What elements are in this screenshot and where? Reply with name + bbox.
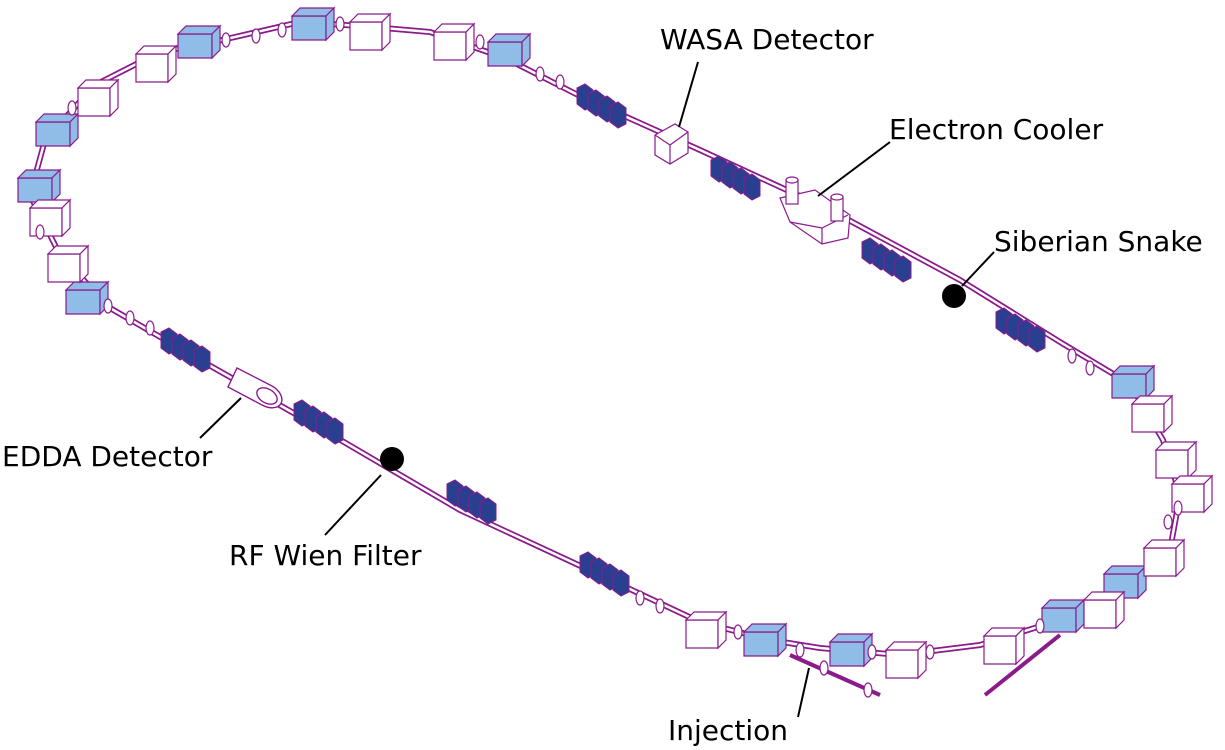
beam-diagnostic (35, 224, 45, 240)
quadrupole-magnets (160, 83, 1046, 597)
electron-cooler-label: Electron Cooler (889, 113, 1104, 146)
rf-wien-filter-marker (380, 447, 404, 471)
wasa-detector-label: WASA Detector (660, 23, 874, 56)
injection-label: Injection (668, 714, 788, 747)
beam-diagnostic (655, 598, 665, 614)
dipole-magnets (16, 6, 1156, 668)
beam-diagnostic (251, 28, 261, 44)
quadrupole-group (576, 83, 627, 129)
beam-diagnostic (221, 32, 231, 48)
beam-diagnostic (863, 682, 873, 698)
dipole-magnet (1040, 598, 1086, 634)
dipole-magnet (64, 280, 110, 316)
quadrupole-group (861, 237, 912, 283)
ring-element (46, 244, 90, 284)
beam-diagnostic (733, 624, 743, 640)
cooler-leader (817, 141, 891, 197)
beam-diagnostic (277, 22, 287, 38)
dipole-magnet (176, 24, 222, 60)
beam-diagnostic (125, 310, 135, 326)
ring-elements (28, 12, 1214, 680)
ring-element (1142, 538, 1186, 578)
edda-detector-label: EDDA Detector (2, 440, 213, 473)
wasa-leader (678, 61, 699, 128)
ring-element (1082, 590, 1126, 630)
beam-diagnostic (635, 590, 645, 606)
dipole-magnet (34, 112, 80, 148)
electron-cooler (779, 176, 851, 245)
beam-diagnostic (1035, 618, 1045, 634)
ring-element (76, 78, 120, 118)
beam-diagnostic (67, 100, 77, 116)
siberian-snake-marker (942, 284, 966, 308)
ring-element (982, 626, 1026, 666)
quadrupole-group (293, 399, 344, 445)
beam-diagnostic (103, 298, 113, 314)
beam-diagnostic (1173, 500, 1183, 516)
beam-diagnostic (1163, 514, 1173, 530)
beam-diagnostic (867, 644, 877, 660)
ring-element (348, 12, 392, 52)
beam-diagnostic (535, 66, 545, 82)
ring-element (884, 640, 928, 680)
beam-diagnostic (1067, 348, 1077, 364)
beam-diagnostic (925, 644, 935, 660)
quadrupole-group (446, 479, 497, 525)
quadrupole-group (579, 551, 630, 597)
ring-element (1154, 440, 1198, 480)
beam-diagnostic (819, 660, 829, 676)
beam-diagnostics (35, 16, 1183, 698)
dipole-magnet (1110, 364, 1156, 400)
injection-leader (797, 667, 810, 718)
ring-element (1170, 474, 1214, 514)
dipole-magnet (16, 168, 62, 204)
beam-diagnostic (145, 320, 155, 336)
dipole-magnet (828, 632, 874, 668)
wien-leader (324, 474, 382, 536)
beam-diagnostic (335, 16, 345, 32)
ring-element (1130, 394, 1174, 434)
ring-element (432, 22, 476, 62)
edda-leader (199, 397, 242, 439)
beam-diagnostic (1085, 360, 1095, 376)
ring-element (134, 44, 178, 84)
dipole-magnet (290, 6, 336, 42)
edda-detector (227, 367, 283, 409)
beam-diagnostic (475, 34, 485, 50)
quadrupole-group (710, 155, 761, 201)
rf-wien-filter-label: RF Wien Filter (229, 539, 422, 572)
wasa-detector (654, 123, 689, 165)
ring-element (684, 610, 728, 650)
snake-leader (961, 251, 995, 287)
beam-diagnostic (555, 74, 565, 90)
quadrupole-group (160, 327, 211, 373)
dipole-magnet (742, 622, 788, 658)
quadrupole-group (995, 307, 1046, 353)
siberian-snake-label: Siberian Snake (994, 225, 1203, 258)
beam-diagnostic (795, 642, 805, 658)
dipole-magnet (486, 32, 532, 68)
